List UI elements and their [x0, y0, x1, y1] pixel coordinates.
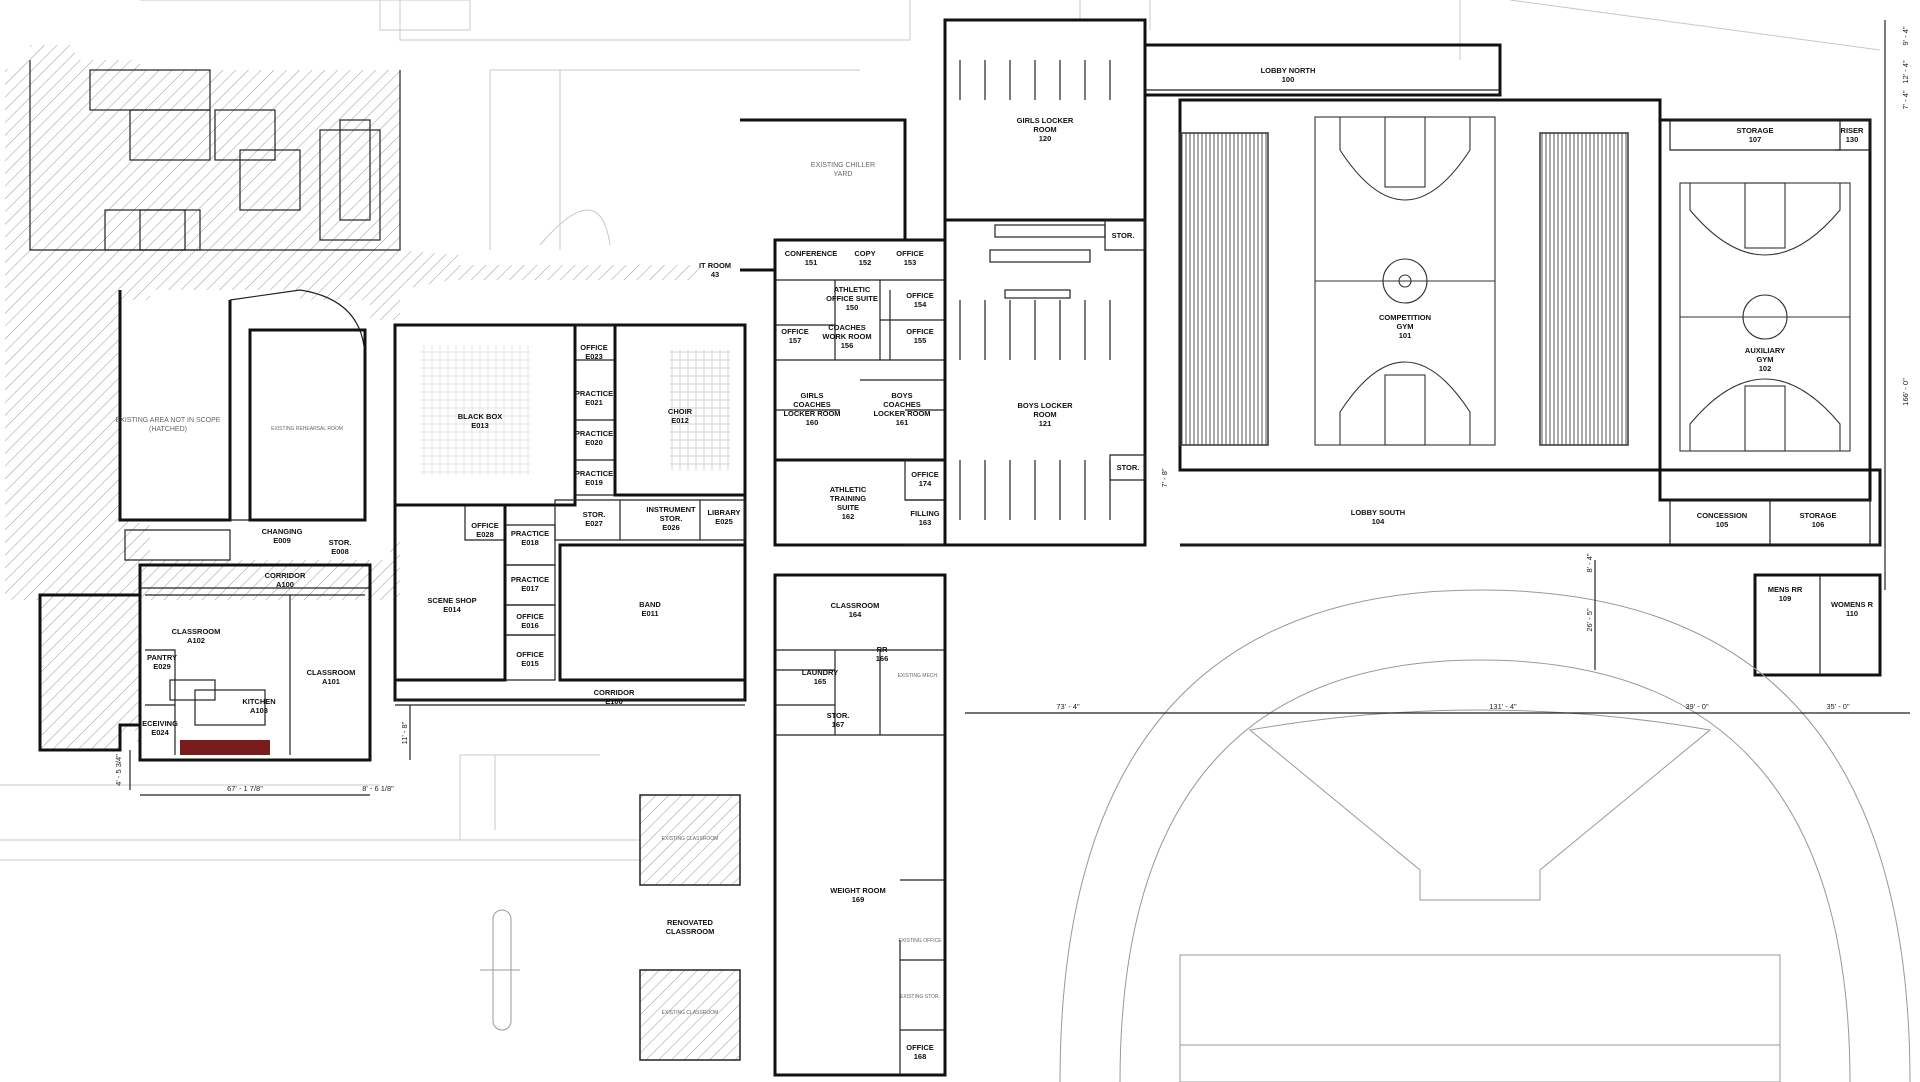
dimension-label: 12' - 4": [1901, 60, 1910, 84]
note-rehearsal-room: EXISTING REHEARSAL ROOM: [271, 426, 343, 432]
dimension-label: 39' - 0": [1685, 702, 1709, 711]
dimension-label: 67' - 1 7/8": [227, 784, 263, 793]
dimension-label: 35' - 0": [1826, 702, 1850, 711]
dimension-label: 131' - 4": [1489, 702, 1517, 711]
note-existing-mech: EXISTING MECH.: [898, 673, 939, 679]
dimension-lines: [129, 20, 1910, 796]
room-label-stor-boys: STOR.: [1117, 463, 1140, 472]
dimension-label: 7' - 8": [1160, 468, 1169, 487]
seating-grid: [420, 345, 530, 475]
note-existing-stor: EXISTING STOR.: [900, 994, 940, 1000]
athletic-field: [1059, 589, 1911, 1082]
dimension-label: 166' - 0": [1901, 378, 1910, 406]
note-existing-office: EXISTING OFFICE: [898, 938, 942, 944]
auxiliary-court: [1679, 182, 1851, 452]
dimension-label: 4' - 5 3/4": [114, 754, 123, 786]
dimension-label: 26' - 5": [1585, 608, 1594, 632]
dimension-label: 8' - 6 1/8": [362, 784, 394, 793]
dimension-label: 7' - 4": [1901, 90, 1910, 109]
existing-building-walls: [29, 60, 401, 752]
hatched-existing-areas: [5, 45, 741, 1061]
room-label-stor-e008: STOR.E008: [329, 538, 352, 556]
note-not-in-scope: EXISTING AREA NOT IN SCOPE(HATCHED): [116, 417, 221, 433]
note-existing-classroom-1: EXISTING CLASSROOM: [662, 836, 719, 842]
site-lines: [0, 0, 1881, 1031]
dimension-label: 11' - 8": [400, 721, 409, 744]
dimension-label: 9' - 4": [1901, 26, 1910, 45]
competition-court: [1314, 116, 1496, 446]
locker-banks: [959, 60, 1111, 520]
room-label-stor-girls: STOR.: [1112, 231, 1135, 240]
dimension-label: 8' - 4": [1585, 553, 1594, 572]
dimension-label: 73' - 4": [1056, 702, 1080, 711]
room-label-stor-e027: STOR.E027: [583, 510, 606, 528]
note-existing-classroom-2: EXISTING CLASSROOM: [662, 1010, 719, 1016]
room-label-stor-167: STOR.167: [827, 711, 850, 729]
building-walls: [138, 18, 1882, 1077]
